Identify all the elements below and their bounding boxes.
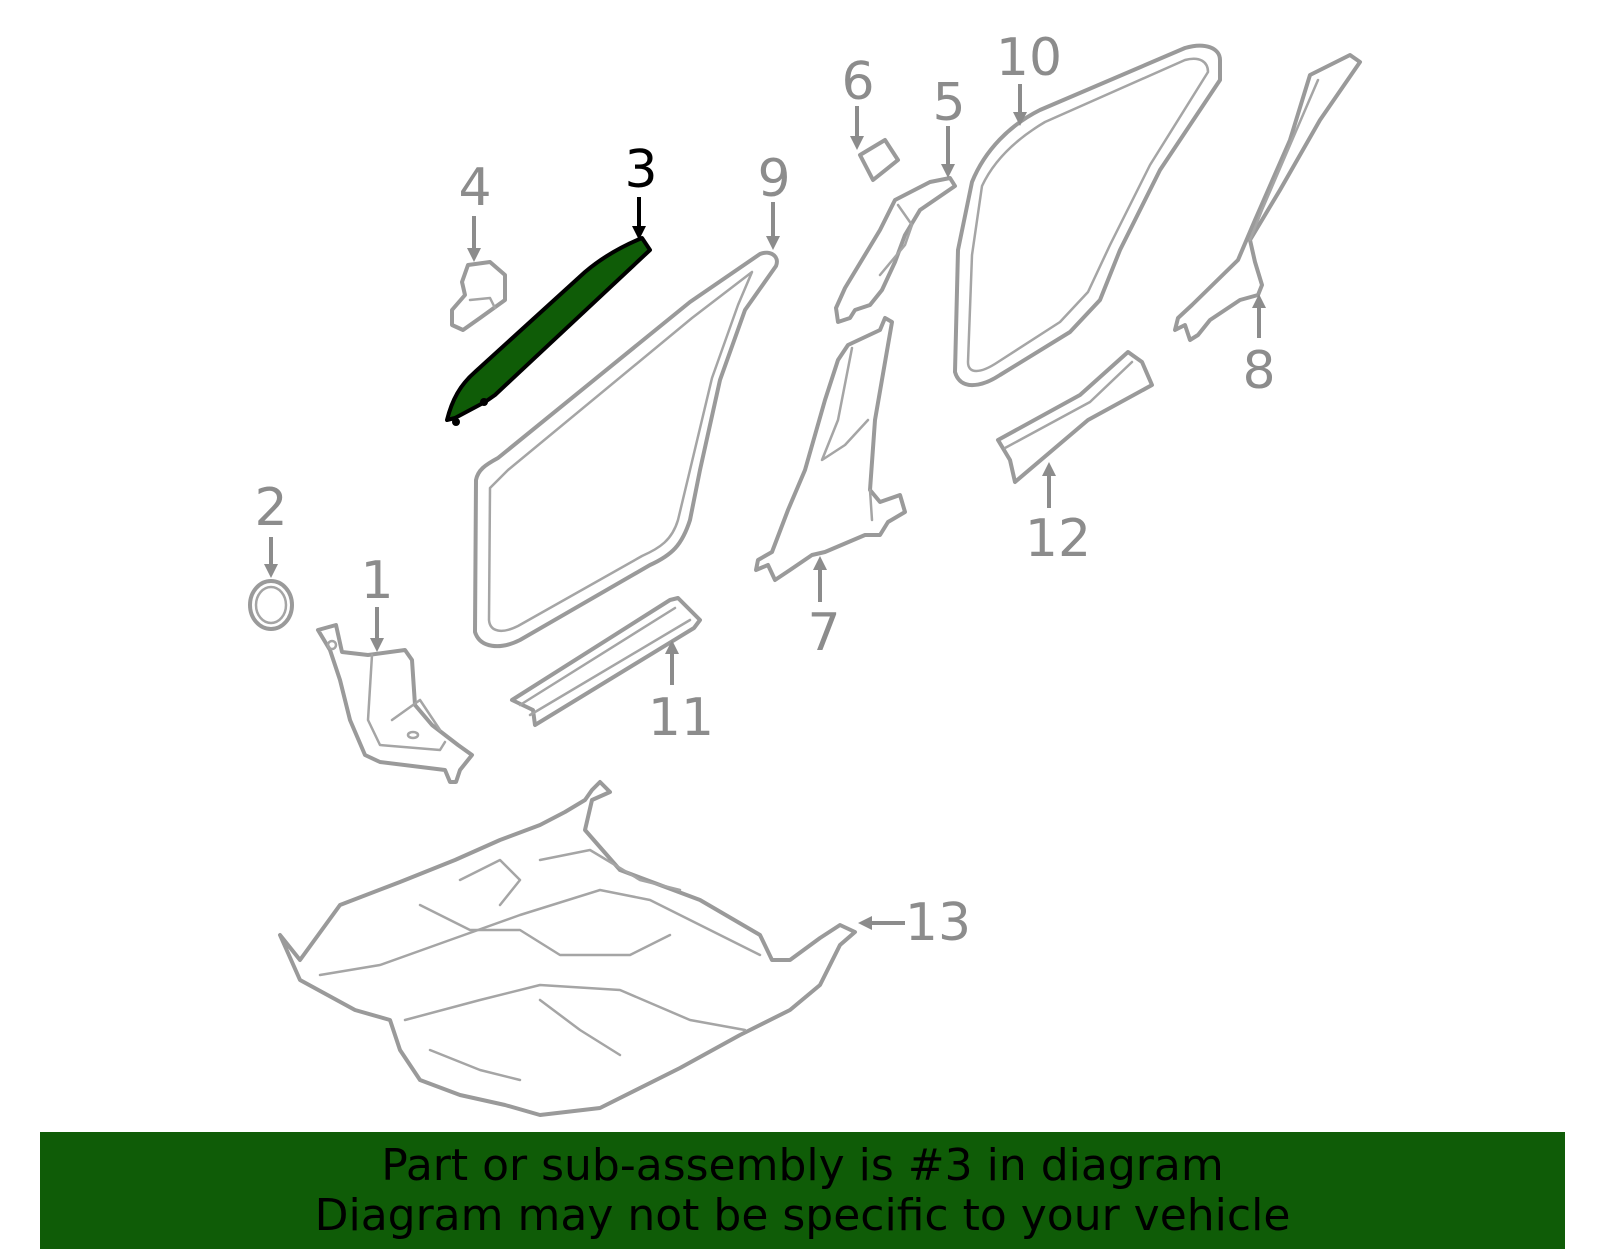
part-2-grommet[interactable] bbox=[248, 579, 294, 631]
callout-9: 9 bbox=[757, 149, 790, 209]
callout-labels: 1 2 3 4 5 6 7 8 9 10 11 12 13 bbox=[254, 28, 1275, 953]
part-12-sill-rear[interactable] bbox=[996, 350, 1154, 484]
callout-4: 4 bbox=[458, 158, 491, 218]
part-13-floor-carpet[interactable] bbox=[278, 780, 857, 1117]
part-3-highlighted[interactable] bbox=[445, 236, 652, 426]
callout-7: 7 bbox=[807, 603, 840, 663]
callout-10: 10 bbox=[996, 28, 1062, 88]
part-7-lower-pillar[interactable] bbox=[754, 316, 907, 582]
part-4-clip[interactable] bbox=[450, 260, 507, 332]
callout-3: 3 bbox=[624, 140, 657, 200]
callout-2: 2 bbox=[254, 478, 287, 538]
part-10-weatherstrip-rear[interactable] bbox=[953, 43, 1222, 388]
part-9-weatherstrip-front[interactable] bbox=[473, 250, 779, 649]
banner-line-1: Part or sub-assembly is #3 in diagram bbox=[381, 1140, 1224, 1191]
callout-6: 6 bbox=[841, 52, 874, 112]
callout-5: 5 bbox=[932, 73, 965, 133]
callout-arrows bbox=[264, 84, 1266, 930]
part-8-c-pillar[interactable] bbox=[1173, 53, 1362, 342]
info-banner: Part or sub-assembly is #3 in diagram Di… bbox=[40, 1132, 1565, 1249]
callout-13: 13 bbox=[905, 893, 971, 953]
banner-line-2: Diagram may not be specific to your vehi… bbox=[314, 1190, 1291, 1241]
callout-11: 11 bbox=[648, 688, 714, 748]
callout-12: 12 bbox=[1025, 509, 1091, 569]
callout-8: 8 bbox=[1242, 341, 1275, 401]
part-6-cap[interactable] bbox=[858, 138, 900, 182]
part-5-upper-pillar[interactable] bbox=[834, 176, 957, 324]
part-11-sill-front[interactable] bbox=[510, 596, 702, 727]
callout-1: 1 bbox=[360, 551, 393, 611]
part-1-kick-panel[interactable] bbox=[316, 623, 474, 784]
